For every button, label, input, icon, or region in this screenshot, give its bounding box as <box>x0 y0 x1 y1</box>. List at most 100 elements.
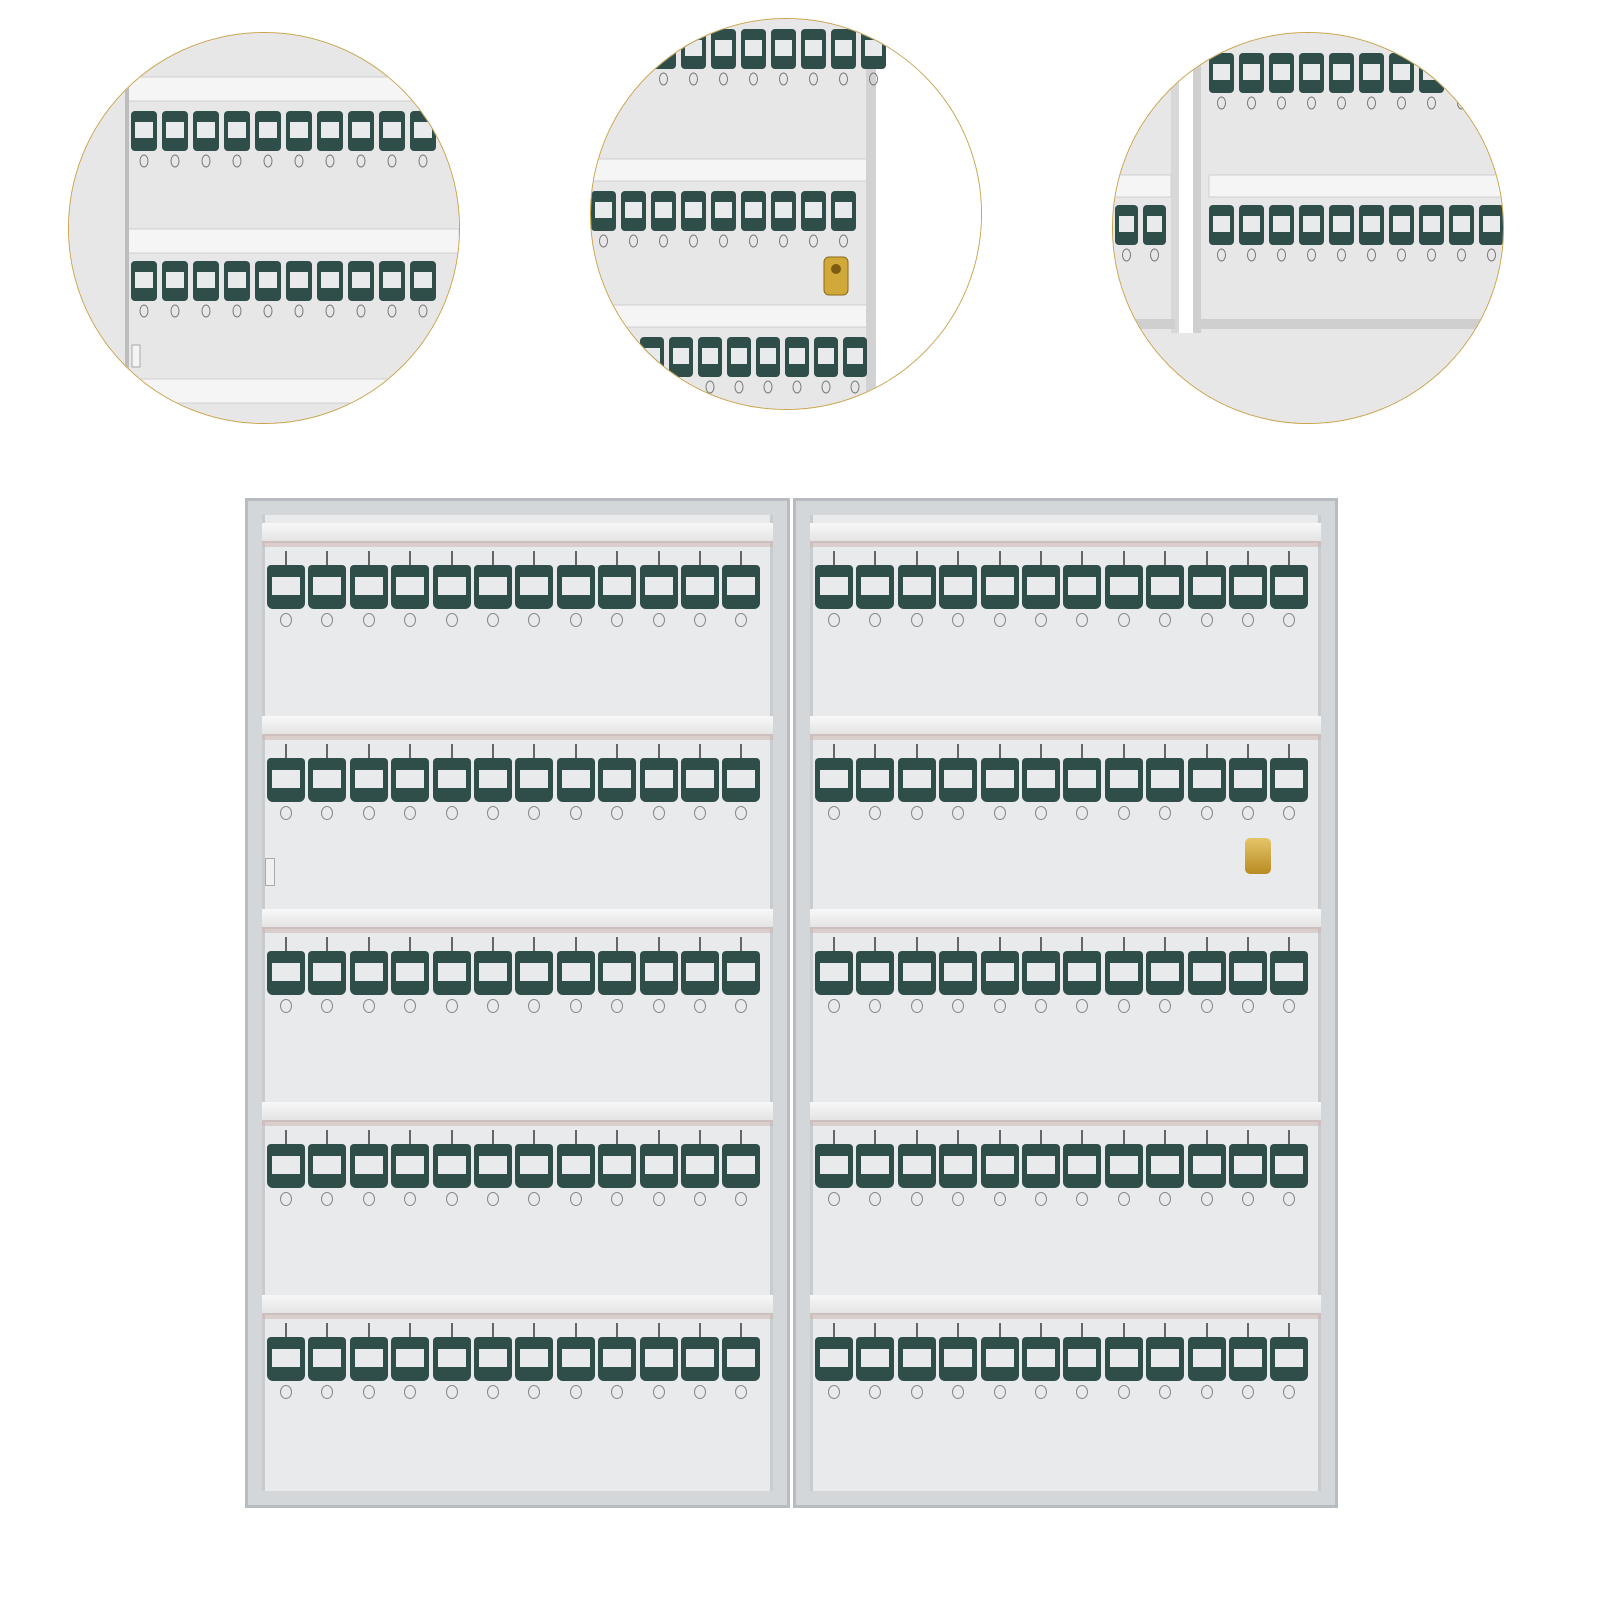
key-tag[interactable] <box>598 1144 637 1188</box>
key-tag[interactable] <box>474 951 512 995</box>
key-tag[interactable] <box>980 565 1019 609</box>
key-tag[interactable] <box>598 758 637 802</box>
key-tag[interactable] <box>308 1337 347 1381</box>
key-tag[interactable] <box>639 1337 678 1381</box>
key-tag[interactable] <box>1229 1337 1267 1381</box>
key-tag[interactable] <box>1022 1337 1060 1381</box>
key-tag[interactable] <box>856 1144 895 1188</box>
key-tag[interactable] <box>681 1144 719 1188</box>
key-tag[interactable] <box>432 951 471 995</box>
key-tag[interactable] <box>815 1144 853 1188</box>
key-tag[interactable] <box>639 758 678 802</box>
key-tag[interactable] <box>856 565 895 609</box>
key-tag[interactable] <box>722 758 761 802</box>
key-tag[interactable] <box>1022 1144 1060 1188</box>
key-tag[interactable] <box>267 1144 305 1188</box>
key-tag[interactable] <box>1229 565 1267 609</box>
key-tag[interactable] <box>815 565 853 609</box>
key-tag[interactable] <box>267 565 305 609</box>
key-tag[interactable] <box>1104 565 1143 609</box>
key-tag[interactable] <box>1063 1337 1102 1381</box>
key-tag[interactable] <box>349 758 388 802</box>
key-tag[interactable] <box>598 565 637 609</box>
key-tag[interactable] <box>639 951 678 995</box>
key-tag[interactable] <box>1229 758 1267 802</box>
key-tag[interactable] <box>1270 1144 1309 1188</box>
key-tag[interactable] <box>856 951 895 995</box>
key-tag[interactable] <box>556 565 595 609</box>
key-tag[interactable] <box>681 758 719 802</box>
key-tag[interactable] <box>815 951 853 995</box>
key-tag[interactable] <box>1187 1144 1226 1188</box>
key-tag[interactable] <box>556 1337 595 1381</box>
key-tag[interactable] <box>474 1144 512 1188</box>
key-tag[interactable] <box>1146 1337 1185 1381</box>
key-tag[interactable] <box>897 565 936 609</box>
key-tag[interactable] <box>897 951 936 995</box>
key-tag[interactable] <box>815 758 853 802</box>
key-tag[interactable] <box>432 565 471 609</box>
key-tag[interactable] <box>391 951 430 995</box>
key-tag[interactable] <box>432 1337 471 1381</box>
key-tag[interactable] <box>980 951 1019 995</box>
key-tag[interactable] <box>722 1337 761 1381</box>
key-tag[interactable] <box>897 758 936 802</box>
key-tag[interactable] <box>267 951 305 995</box>
key-tag[interactable] <box>1229 951 1267 995</box>
key-tag[interactable] <box>980 1337 1019 1381</box>
key-tag[interactable] <box>1229 1144 1267 1188</box>
key-tag[interactable] <box>639 1144 678 1188</box>
key-tag[interactable] <box>681 1337 719 1381</box>
key-tag[interactable] <box>1104 758 1143 802</box>
key-tag[interactable] <box>308 758 347 802</box>
key-tag[interactable] <box>474 758 512 802</box>
key-tag[interactable] <box>1063 758 1102 802</box>
key-tag[interactable] <box>1063 1144 1102 1188</box>
key-tag[interactable] <box>639 565 678 609</box>
key-tag[interactable] <box>722 951 761 995</box>
key-tag[interactable] <box>897 1337 936 1381</box>
key-tag[interactable] <box>515 951 554 995</box>
key-tag[interactable] <box>939 1144 978 1188</box>
key-tag[interactable] <box>349 565 388 609</box>
key-tag[interactable] <box>1187 565 1226 609</box>
key-tag[interactable] <box>722 565 761 609</box>
key-tag[interactable] <box>1146 565 1185 609</box>
key-tag[interactable] <box>515 1337 554 1381</box>
key-tag[interactable] <box>267 1337 305 1381</box>
key-tag[interactable] <box>391 1337 430 1381</box>
key-tag[interactable] <box>474 1337 512 1381</box>
key-tag[interactable] <box>1146 758 1185 802</box>
key-tag[interactable] <box>722 1144 761 1188</box>
key-tag[interactable] <box>1187 951 1226 995</box>
key-tag[interactable] <box>1270 758 1309 802</box>
key-tag[interactable] <box>1063 951 1102 995</box>
key-tag[interactable] <box>1104 1144 1143 1188</box>
key-tag[interactable] <box>515 758 554 802</box>
key-tag[interactable] <box>939 758 978 802</box>
key-tag[interactable] <box>1146 951 1185 995</box>
key-tag[interactable] <box>556 951 595 995</box>
key-tag[interactable] <box>1104 951 1143 995</box>
key-tag[interactable] <box>897 1144 936 1188</box>
key-tag[interactable] <box>598 951 637 995</box>
key-tag[interactable] <box>1022 758 1060 802</box>
key-tag[interactable] <box>432 758 471 802</box>
key-tag[interactable] <box>681 565 719 609</box>
key-tag[interactable] <box>1187 1337 1226 1381</box>
key-tag[interactable] <box>391 565 430 609</box>
key-tag[interactable] <box>1146 1144 1185 1188</box>
key-tag[interactable] <box>349 951 388 995</box>
key-tag[interactable] <box>349 1337 388 1381</box>
key-tag[interactable] <box>267 758 305 802</box>
key-tag[interactable] <box>815 1337 853 1381</box>
key-tag[interactable] <box>1022 951 1060 995</box>
key-tag[interactable] <box>939 951 978 995</box>
key-tag[interactable] <box>391 758 430 802</box>
key-tag[interactable] <box>1270 565 1309 609</box>
key-tag[interactable] <box>1022 565 1060 609</box>
key-tag[interactable] <box>681 951 719 995</box>
key-tag[interactable] <box>856 1337 895 1381</box>
key-tag[interactable] <box>1104 1337 1143 1381</box>
key-tag[interactable] <box>308 951 347 995</box>
